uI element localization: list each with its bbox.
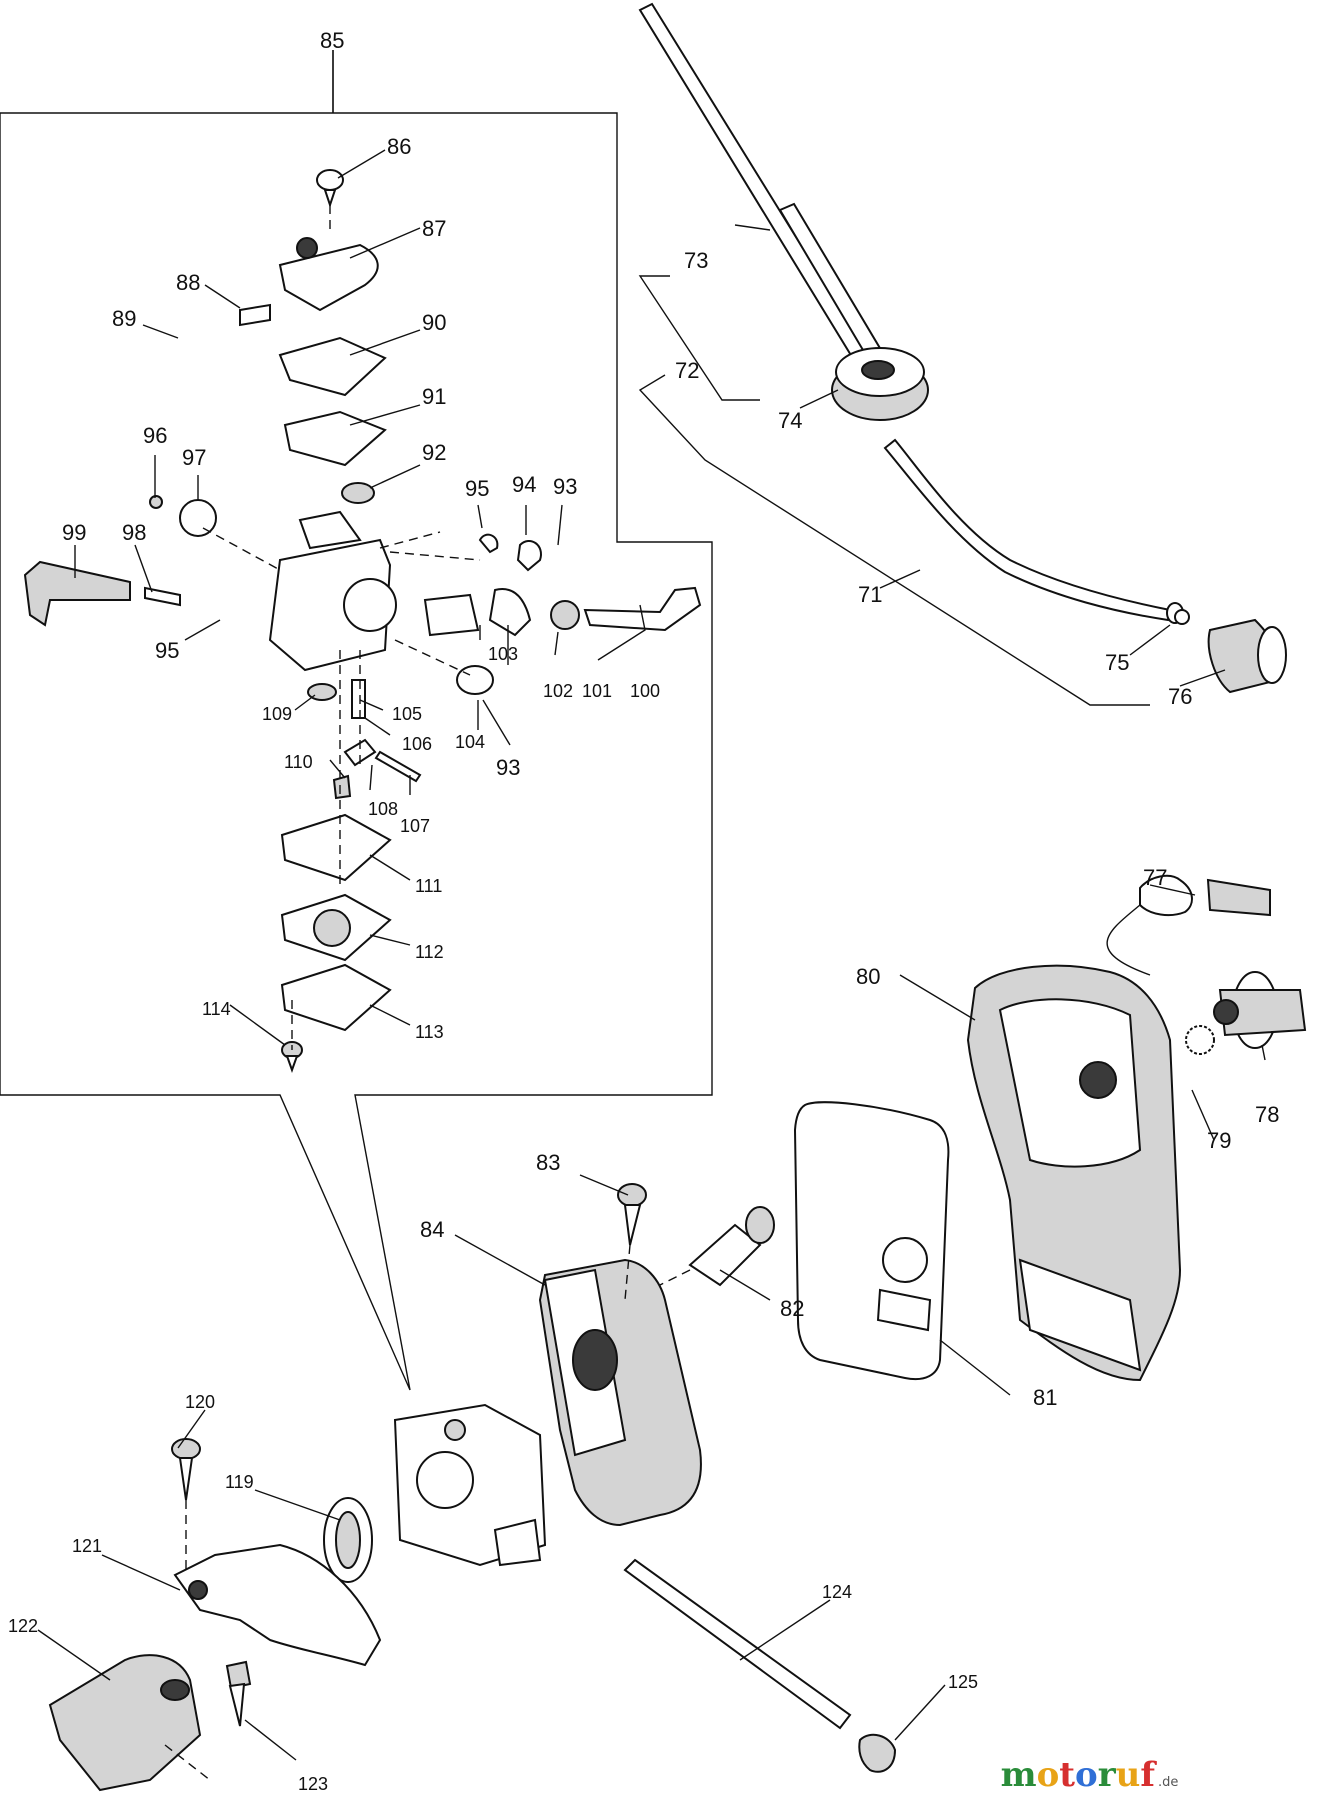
label-87: 87 [422, 216, 446, 241]
label-119: 119 [225, 1472, 254, 1492]
intake-manifold [48, 1654, 202, 1792]
label-95b: 95 [155, 638, 179, 663]
label-93a: 93 [553, 474, 577, 499]
label-120: 120 [185, 1392, 215, 1412]
screw-83 [617, 1183, 647, 1246]
label-97: 97 [182, 445, 206, 470]
label-73: 73 [684, 248, 708, 273]
air-cleaner-cover [966, 964, 1182, 1382]
label-85: 85 [320, 28, 344, 53]
choke-lever [1106, 874, 1271, 976]
motoruf-watermark: motoruf .de [1001, 1755, 1179, 1795]
label-108: 108 [368, 799, 398, 819]
knob-assembly [1185, 971, 1307, 1055]
label-76: 76 [1168, 684, 1192, 709]
watermark-letter-7: f [1140, 1755, 1157, 1795]
label-121: 121 [72, 1536, 102, 1556]
intake-bracket [173, 1543, 382, 1667]
fuel-return-line [623, 1558, 897, 1773]
watermark-suffix: .de [1158, 1775, 1178, 1790]
label-84: 84 [420, 1217, 444, 1242]
label-83: 83 [536, 1150, 560, 1175]
label-105: 105 [392, 704, 422, 724]
label-99: 99 [62, 520, 86, 545]
air-cleaner-base [538, 1258, 702, 1527]
label-81: 81 [1033, 1385, 1057, 1410]
label-93b: 93 [496, 755, 520, 780]
label-101: 101 [582, 681, 612, 701]
screw-120 [171, 1438, 201, 1570]
label-112: 112 [415, 942, 444, 962]
label-89: 89 [112, 306, 136, 331]
watermark-letter-4: o [1075, 1755, 1098, 1795]
fuel-filter [1174, 609, 1287, 694]
screw-123 [225, 1660, 252, 1727]
label-77: 77 [1143, 865, 1167, 890]
watermark-letter-1: m [1001, 1755, 1037, 1795]
label-88: 88 [176, 270, 200, 295]
label-72: 72 [675, 358, 699, 383]
label-125: 125 [948, 1672, 978, 1692]
carburetor-exploded-parts [23, 169, 702, 1073]
label-95a: 95 [465, 476, 489, 501]
label-78: 78 [1255, 1102, 1279, 1127]
label-107: 107 [400, 816, 430, 836]
label-113: 113 [415, 1022, 444, 1042]
label-124: 124 [822, 1582, 852, 1602]
label-80: 80 [856, 964, 880, 989]
assembly-guide-lines [164, 205, 691, 1781]
label-79: 79 [1207, 1128, 1231, 1153]
air-filter-element [793, 1101, 950, 1380]
watermark-letter-5: r [1098, 1755, 1117, 1795]
label-103: 103 [488, 644, 518, 664]
leader-lines [37, 50, 1266, 1761]
label-96: 96 [143, 423, 167, 448]
label-94: 94 [512, 472, 536, 497]
part-labels: 85 86 87 88 89 90 91 92 96 97 99 98 95 9… [8, 28, 1279, 1794]
label-114: 114 [202, 999, 231, 1019]
label-109: 109 [262, 704, 292, 724]
label-122: 122 [8, 1616, 38, 1636]
label-111: 111 [415, 876, 442, 896]
carburetor-assembly [393, 1403, 547, 1567]
label-86: 86 [387, 134, 411, 159]
label-71: 71 [858, 582, 882, 607]
carburetor-detail-frame [0, 50, 713, 1391]
label-75: 75 [1105, 650, 1129, 675]
label-92: 92 [422, 440, 446, 465]
label-102: 102 [543, 681, 573, 701]
svg-text:motoruf: motoruf [1001, 1755, 1158, 1795]
label-82: 82 [780, 1296, 804, 1321]
watermark-letter-6: u [1116, 1755, 1141, 1795]
bolt-82 [688, 1206, 775, 1287]
label-110: 110 [284, 752, 313, 772]
label-98: 98 [122, 520, 146, 545]
label-123: 123 [298, 1774, 328, 1794]
watermark-letter-2: o [1037, 1755, 1060, 1795]
intake-gasket [323, 1497, 373, 1583]
label-91: 91 [422, 384, 446, 409]
label-106: 106 [402, 734, 432, 754]
label-104: 104 [455, 732, 485, 752]
label-90: 90 [422, 310, 446, 335]
watermark-letter-3: t [1059, 1755, 1075, 1795]
label-74: 74 [778, 408, 802, 433]
fuel-line-assembly [638, 2, 1184, 624]
label-100: 100 [630, 681, 660, 701]
